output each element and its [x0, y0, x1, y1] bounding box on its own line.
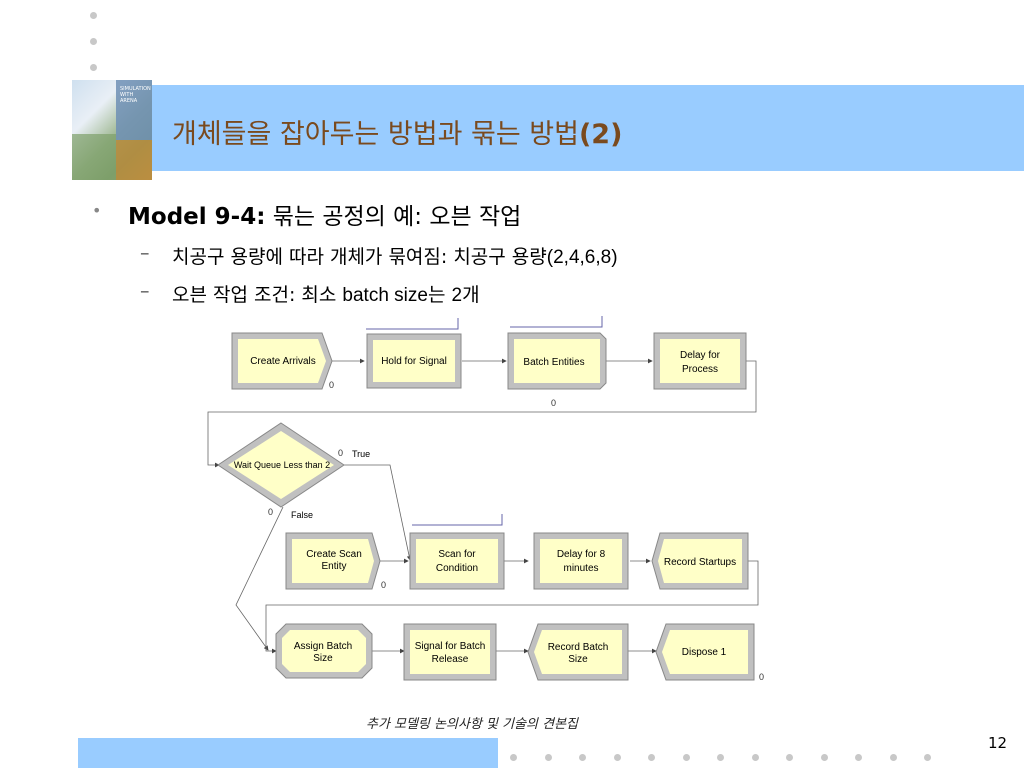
footer-dot: [890, 754, 897, 761]
bullet-mark: •: [92, 201, 102, 220]
entity-counters: 0 0 0 0 0 0: [268, 380, 764, 682]
queue-lines: [366, 316, 603, 526]
svg-text:Condition: Condition: [436, 563, 478, 574]
svg-text:Signal for Batch: Signal for Batch: [415, 641, 486, 652]
svg-text:Record Batch: Record Batch: [548, 642, 609, 653]
bullet-model-9-4: • Model 9-4: 묶는 공정의 예: 오븐 작업: [92, 201, 522, 230]
node-wait-queue-decision: Wait Queue Less than 2: [217, 422, 345, 508]
node-dispose-1: Dispose 1: [655, 623, 755, 681]
svg-text:Size: Size: [313, 653, 333, 664]
node-delay-for-process: Delay for Process: [653, 332, 747, 390]
bullet-dot: [90, 64, 97, 71]
footer-dot: [579, 754, 586, 761]
footer-dot: [545, 754, 552, 761]
branch-true-label: True: [352, 449, 370, 459]
footer-dot: [614, 754, 621, 761]
node-delay-for-8-minutes: Delay for 8 minutes: [533, 532, 629, 590]
sub-bullet-jig-capacity: –치공구 용량에 따라 개체가 묶여짐: 치공구 용량(2,4,6,8): [140, 242, 618, 268]
footer-dot: [717, 754, 724, 761]
svg-text:Scan for: Scan for: [438, 549, 476, 560]
node-label: Create Arrivals: [250, 356, 316, 367]
bullet-dot: [90, 38, 97, 45]
svg-text:Dispose 1: Dispose 1: [682, 647, 727, 658]
svg-text:Create Scan: Create Scan: [306, 549, 362, 560]
node-hold-for-signal: Hold for Signal: [366, 333, 462, 389]
node-create-arrivals: Create Arrivals: [231, 332, 333, 390]
book-cover-image: SIMULATION WITH ARENA: [72, 80, 152, 180]
svg-text:Delay for: Delay for: [680, 350, 721, 361]
footer-dot: [510, 754, 517, 761]
footer-dot: [855, 754, 862, 761]
node-signal-for-batch-release: Signal for Batch Release: [403, 623, 497, 681]
node-assign-batch-size: Assign Batch Size: [275, 623, 373, 679]
branch-false-label: False: [291, 510, 313, 520]
node-record-startups: Record Startups: [651, 532, 749, 590]
node-label: Hold for Signal: [381, 356, 447, 367]
svg-text:0: 0: [759, 672, 764, 682]
book-cover-text: SIMULATION WITH ARENA: [120, 86, 151, 104]
svg-text:Release: Release: [432, 654, 469, 665]
svg-text:Delay for 8: Delay for 8: [557, 549, 606, 560]
sub-bullet-oven-condition: –오븐 작업 조건: 최소 batch size는 2개: [140, 280, 480, 306]
page-number: 12: [988, 734, 1008, 752]
footer-band: [78, 738, 498, 768]
svg-text:0: 0: [338, 448, 343, 458]
footer-dot: [683, 754, 690, 761]
node-scan-for-condition: Scan for Condition: [409, 532, 505, 590]
footer-dot: [924, 754, 931, 761]
svg-text:Wait Queue Less than 2: Wait Queue Less than 2: [234, 460, 330, 470]
svg-text:0: 0: [381, 580, 386, 590]
footer-caption: 추가 모델링 논의사항 및 기술의 견본집: [366, 717, 579, 732]
svg-text:Record Startups: Record Startups: [664, 557, 736, 568]
svg-text:Size: Size: [568, 654, 588, 665]
svg-text:minutes: minutes: [563, 563, 598, 574]
footer-dot: [786, 754, 793, 761]
svg-text:Process: Process: [682, 364, 718, 375]
svg-text:0: 0: [551, 398, 556, 408]
slide-title: 개체들을 잡아두는 방법과 묶는 방법(2): [172, 119, 623, 150]
flow-connectors: [207, 358, 759, 654]
svg-text:Entity: Entity: [321, 561, 346, 572]
node-record-batch-size: Record Batch Size: [527, 623, 629, 681]
node-create-scan-entity: Create Scan Entity: [285, 532, 381, 590]
svg-text:0: 0: [329, 380, 334, 390]
footer-dot: [648, 754, 655, 761]
footer-dot: [821, 754, 828, 761]
svg-text:0: 0: [268, 507, 273, 517]
arena-flowchart: Create Arrivals Hold for Signal Batch En…: [207, 316, 764, 682]
node-batch-entities: Batch Entities: [507, 332, 607, 390]
svg-text:Assign Batch: Assign Batch: [294, 641, 352, 652]
title-band: [72, 85, 1024, 171]
node-label: Batch Entities: [523, 357, 584, 368]
footer-dot: [752, 754, 759, 761]
bullet-dot: [90, 12, 97, 19]
